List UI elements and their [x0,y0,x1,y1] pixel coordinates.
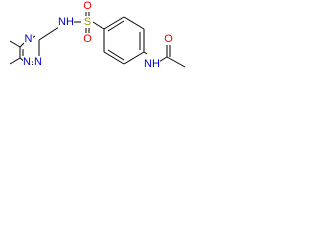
bond-ar-inner3 [107,49,125,61]
bonds [9,11,186,68]
bond-c6-methyl [9,57,21,65]
atom-sulfur: S [84,16,91,28]
atom-amide-nh: NH [144,58,160,70]
bond-ar4 [123,51,145,65]
bond-ar1 [103,16,125,30]
bond-c5-methyl [9,40,21,48]
atom-sulfonamide-nh: NH [58,16,74,28]
structure-diagram: N N N NH S O O NH O [9,0,186,70]
bond-ring-nh [143,51,148,55]
bond-c3-nh [38,26,60,41]
atom-amide-o: O [164,33,173,45]
atom-ring-n1: N [23,56,31,68]
atom-ring-n4: N [25,33,33,45]
bond-ar-inner1 [107,20,125,32]
atom-sulfonyl-o-bottom: O [83,33,92,45]
atom-sulfonyl-o-top: O [83,0,92,12]
atom-labels: N N N NH S O O NH O [23,0,174,70]
bond-n4-c5 [19,42,25,48]
bond-carbonyl-methyl [166,56,186,68]
bond-ar5 [103,51,125,65]
bond-s-ring [92,21,105,30]
bond-ar2 [123,16,145,30]
atom-ring-n2: N [34,56,42,68]
